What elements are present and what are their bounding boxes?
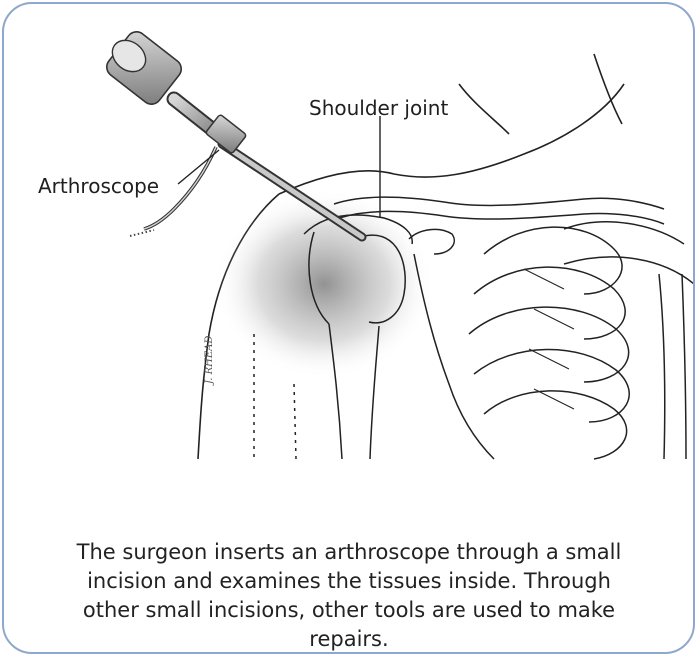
caption-text: The surgeon inserts an arthroscope throu… (74, 538, 624, 654)
shoulder-joint-label: Shoulder joint (309, 96, 448, 120)
artist-signature: J. RHEAD (204, 336, 215, 384)
joint-shadow (214, 189, 434, 379)
shoulder-arthroscopy-illustration (4, 4, 695, 474)
arthroscope-label: Arthroscope (38, 174, 159, 198)
